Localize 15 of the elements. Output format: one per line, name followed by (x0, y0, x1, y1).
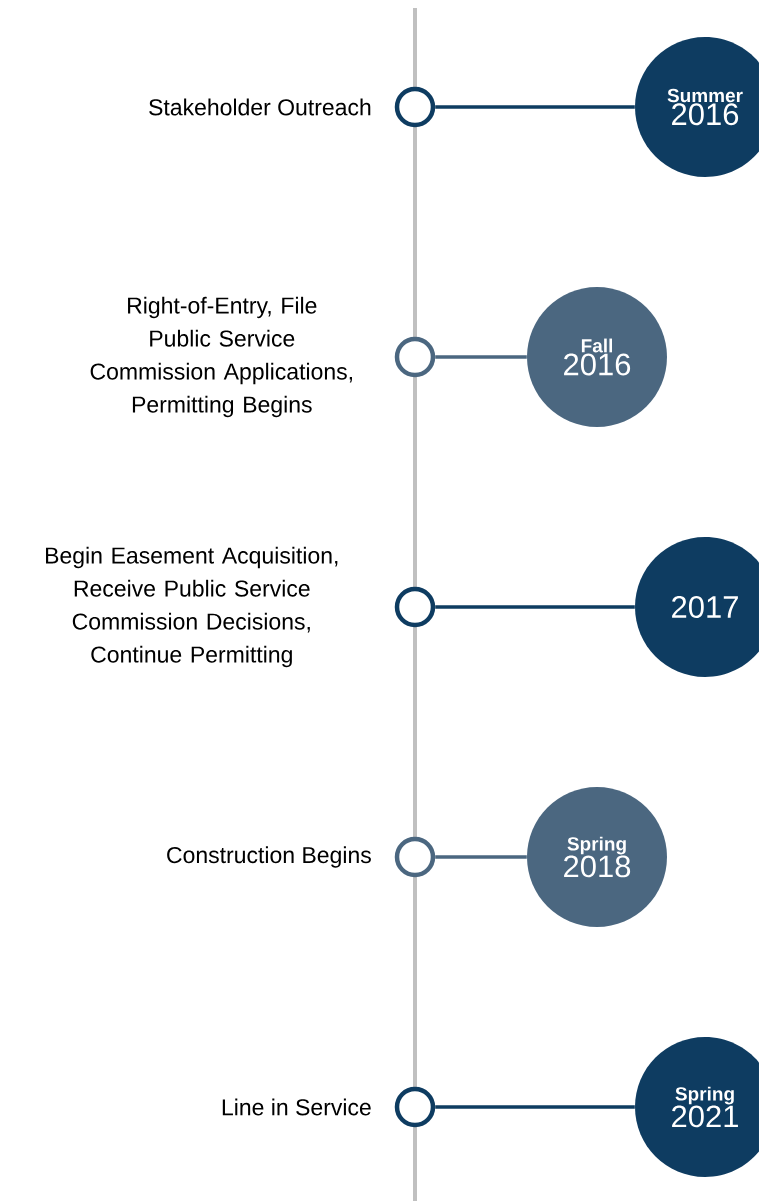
milestone-ring (394, 586, 436, 628)
milestone-ring (394, 336, 436, 378)
milestone-ring (394, 1086, 436, 1128)
milestone-label: Right-of-Entry, File Public Service Commission Applications, Permitting Begins (90, 296, 352, 418)
milestone-label: Begin Easement Acquisition, Receive Public Service Commission Decisions, Continue Permitting (46, 546, 338, 668)
connector-line (435, 355, 527, 359)
milestone-label: Line in Service (222, 1098, 371, 1116)
milestone-label: Stakeholder Outreach (149, 98, 371, 116)
connector-line (435, 855, 527, 859)
connector-line (435, 1105, 635, 1109)
connector-line (435, 105, 635, 109)
milestone-ring (394, 86, 436, 128)
connector-line (435, 605, 635, 609)
milestone-label: Construction Begins (167, 846, 371, 868)
milestone-ring (394, 836, 436, 878)
